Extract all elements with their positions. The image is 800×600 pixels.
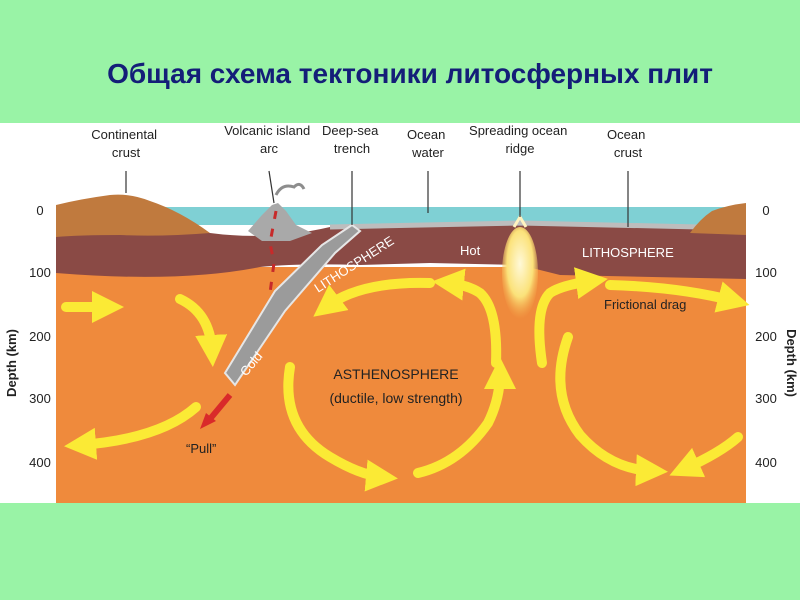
label-ridge: Spreading ocean ridge: [469, 123, 571, 156]
tick-left-400: 400: [29, 455, 51, 470]
tick-left-200: 200: [29, 329, 51, 344]
tick-left-100: 100: [29, 265, 51, 280]
label-volcanic-arc: Volcanic island arc: [224, 123, 314, 156]
tick-left-0: 0: [36, 203, 43, 218]
tick-right-0: 0: [762, 203, 769, 218]
label-continental-crust: Continental crust: [91, 127, 160, 160]
label-ocean-water: Ocean water: [407, 127, 449, 160]
tick-right-300: 300: [755, 391, 777, 406]
pull-arrowhead: [200, 413, 216, 429]
lithosphere-band: [56, 223, 746, 279]
label-asthenosphere-sub: (ductile, low strength): [329, 390, 462, 406]
label-lithosphere-right: LITHOSPHERE: [582, 245, 674, 260]
flow-arrow-ridge-right: [534, 267, 608, 368]
axis-title-right: Depth (km): [784, 329, 799, 397]
label-trench: Deep-sea trench: [322, 123, 382, 156]
axis-ticks-left: 0 100 200 300 400: [29, 203, 51, 470]
tectonics-diagram: Continental crust Volcanic island arc De…: [0, 123, 800, 503]
page-title: Общая схема тектоники литосферных плит: [107, 58, 713, 89]
flow-arrow-mid-down: [283, 362, 398, 492]
flow-arrow-left-down: [175, 294, 228, 367]
label-pull: “Pull”: [186, 441, 216, 456]
pull-arrow: [207, 393, 233, 421]
continental-crust-right: [690, 203, 746, 235]
axis-ticks-right: 0 100 200 300 400: [755, 203, 777, 470]
pointer-volcanic-arc: [268, 170, 275, 204]
flow-arrow-mid-up: [413, 357, 516, 478]
flow-arrow-left-return: [64, 402, 201, 460]
subducting-slab: [223, 223, 362, 387]
tick-right-200: 200: [755, 329, 777, 344]
ocean-water: [56, 207, 746, 225]
label-frictional-drag: Frictional drag: [604, 297, 686, 312]
tick-left-300: 300: [29, 391, 51, 406]
label-asthenosphere: ASTHENOSPHERE: [333, 366, 458, 382]
flow-arrow-right-return: [669, 432, 743, 478]
ridge-plume: [502, 227, 538, 319]
flow-arrow-right-down: [555, 332, 668, 487]
volcanic-plume: [274, 182, 306, 196]
flow-arrow-mid-top: [313, 277, 435, 317]
volcanic-arc: [248, 203, 312, 241]
axis-title-left: Depth (km): [4, 329, 19, 397]
continental-crust-left: [56, 194, 210, 237]
oceanic-crust-line: [329, 220, 701, 230]
label-ocean-crust: Ocean crust: [607, 127, 649, 160]
tick-right-400: 400: [755, 455, 777, 470]
magma-conduit: [268, 210, 278, 294]
label-hot: Hot: [460, 243, 481, 258]
flow-arrow-ridge-left: [432, 268, 502, 368]
flow-arrow-right-top: [605, 280, 750, 313]
tick-right-100: 100: [755, 265, 777, 280]
